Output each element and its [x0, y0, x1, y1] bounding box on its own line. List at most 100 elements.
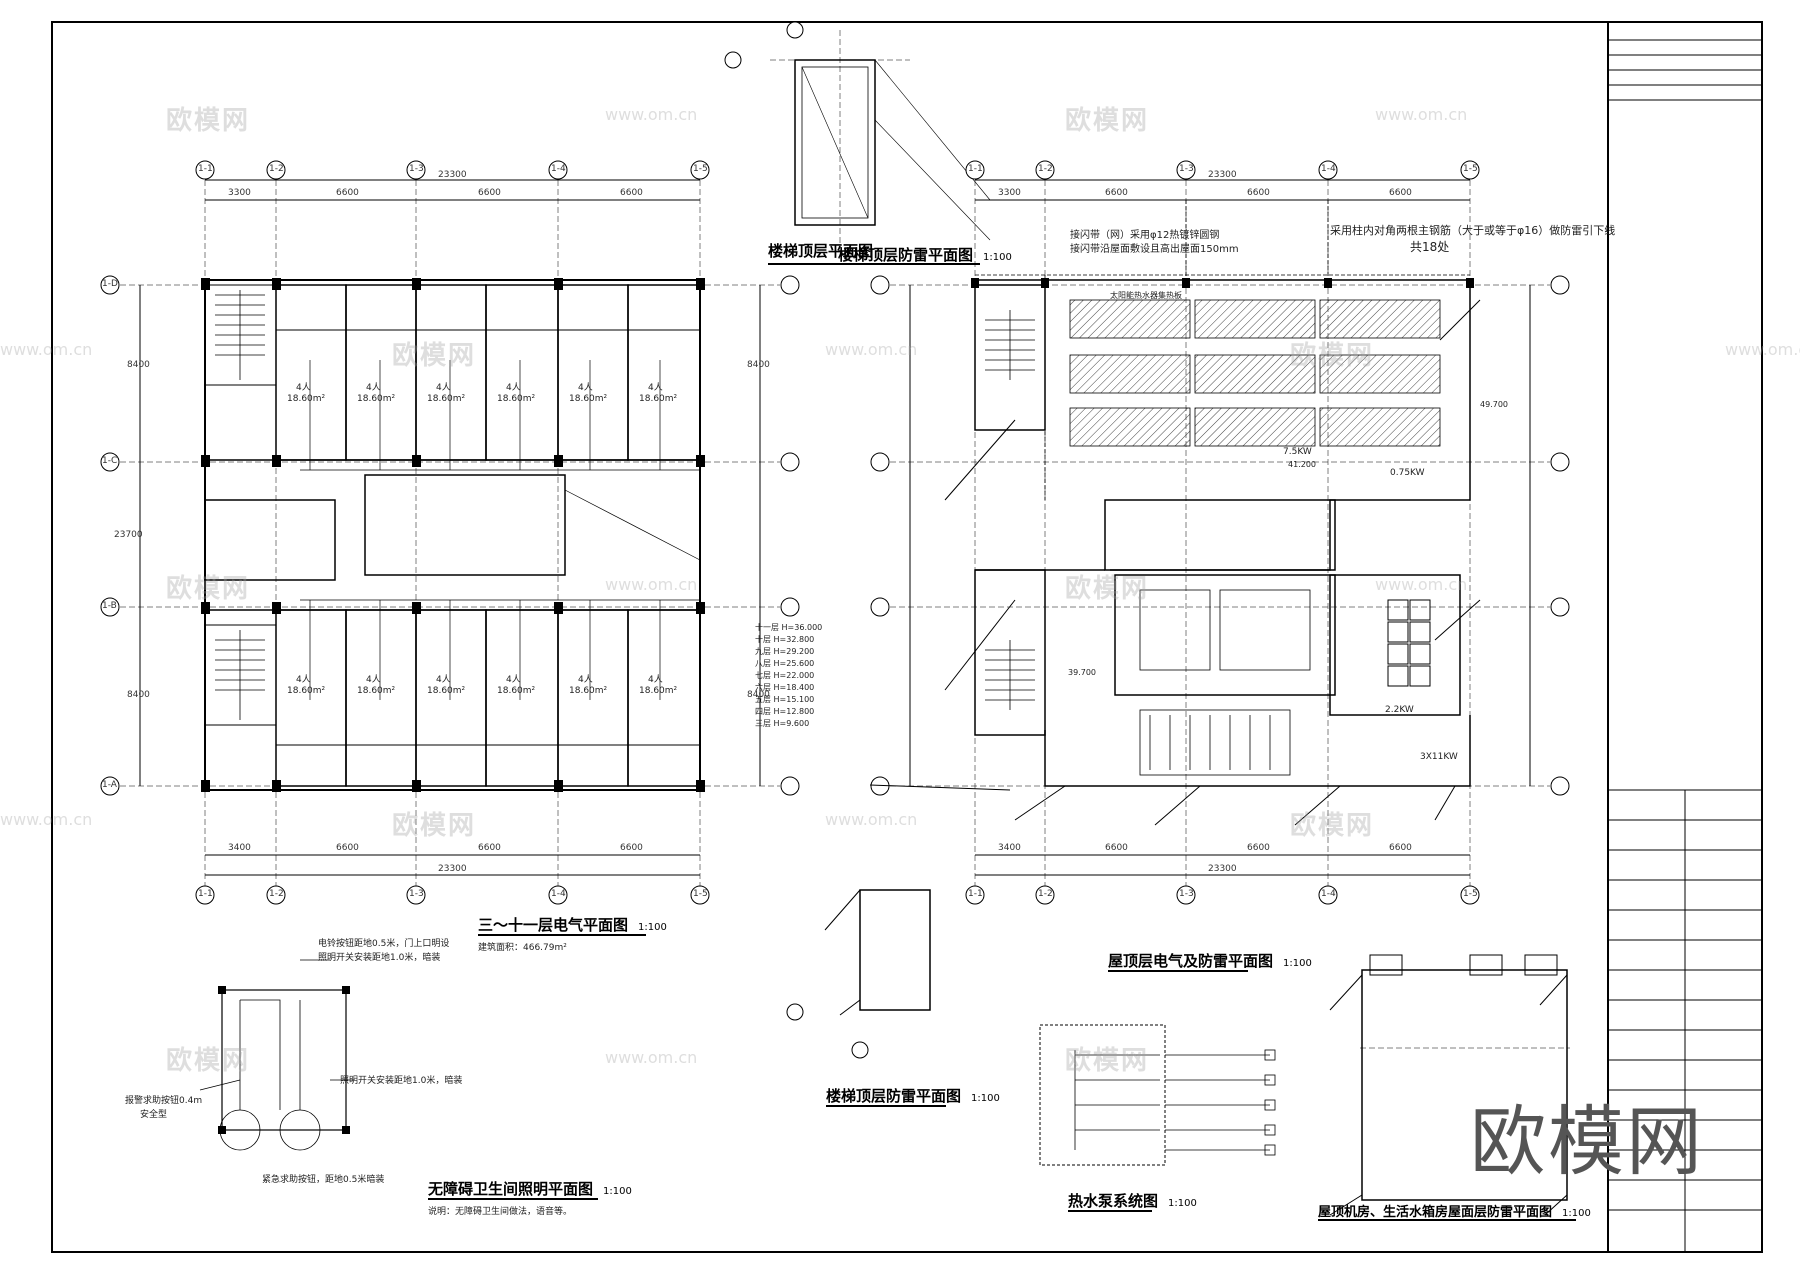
axis-label: 1-B [102, 601, 117, 611]
watermark-url: www.om.cn [0, 340, 93, 359]
watermark: 欧模网 [1290, 341, 1375, 371]
watermark-url: www.om.cn [1375, 105, 1468, 124]
dimension: 6600 [1247, 188, 1270, 198]
title-stair-top-plan: 楼梯顶层平面图 [768, 242, 874, 260]
roof-plan [869, 160, 1570, 905]
floor-area-note: 建筑面积：466.79m² [478, 943, 567, 953]
axis-label: 1-4 [1321, 889, 1336, 899]
watermark: 欧模网 [392, 811, 477, 841]
room-label: 4人 [578, 675, 593, 685]
watermark-url: www.om.cn [605, 575, 698, 594]
elevation: 39.700 [1068, 668, 1096, 677]
axis-label: 1-5 [693, 889, 708, 899]
floor-level: 九层 H=29.200 [755, 647, 815, 656]
axis-label: 1-D [102, 279, 118, 289]
elevation: 49.700 [1480, 400, 1508, 409]
watermark-url: www.om.cn [825, 810, 918, 829]
watermark-url: www.om.cn [605, 1048, 698, 1067]
title-underline [1068, 1210, 1152, 1212]
axis-label: 1-1 [198, 889, 213, 899]
room-area: 18.60m² [497, 686, 536, 696]
wc-note: 安全型 [140, 1110, 168, 1120]
floor-level: 八层 H=25.600 [755, 659, 815, 668]
axis-label: 1-5 [1463, 889, 1478, 899]
room-area: 18.60m² [287, 394, 326, 404]
axis-label: 1-2 [1038, 889, 1053, 899]
dimension: 3300 [998, 188, 1021, 198]
room-area: 18.60m² [569, 686, 608, 696]
solar-panel-label: 太阳能热水器集热板 [1110, 291, 1182, 300]
axis-label: 1-3 [409, 889, 424, 899]
solar-panel-array [1069, 299, 1441, 447]
axis-label: 1-2 [269, 164, 284, 174]
axis-label: 1-5 [1463, 164, 1478, 174]
stair-top-plan [724, 21, 991, 245]
axis-label: 1-C [102, 456, 118, 466]
room-label: 4人 [648, 383, 663, 393]
watermark: 欧模网 [1065, 574, 1150, 604]
dimension: 8400 [127, 690, 150, 700]
room-area: 18.60m² [497, 394, 536, 404]
power-rating: 2.2KW [1385, 705, 1414, 715]
room-area: 18.60m² [357, 686, 396, 696]
dimension-total: 23300 [1208, 864, 1237, 874]
watermark: 欧模网 [166, 106, 251, 136]
dimension-total: 23300 [1208, 170, 1237, 180]
brand-watermark: 欧模网 [1470, 1097, 1704, 1186]
axis-label: 1-4 [1321, 164, 1336, 174]
dimension: 8400 [747, 360, 770, 370]
dimension: 3400 [228, 843, 251, 853]
dimension: 6600 [336, 843, 359, 853]
room-label: 4人 [506, 383, 521, 393]
watermark: 欧模网 [392, 341, 477, 371]
room-area: 18.60m² [427, 686, 466, 696]
stair-top-lightning-plan [786, 889, 931, 1059]
floor-level: 三层 H=9.600 [755, 719, 810, 728]
title-underline [826, 1105, 946, 1107]
power-rating: 0.75KW [1390, 468, 1425, 478]
floor-level: 七层 H=22.000 [755, 671, 815, 680]
dimension: 6600 [1389, 188, 1412, 198]
watermark-url: www.om.cn [825, 340, 918, 359]
room-area: 18.60m² [639, 394, 678, 404]
axis-label: 1-1 [968, 164, 983, 174]
axis-label: 1-3 [1179, 164, 1194, 174]
power-rating: 3X11KW [1420, 752, 1458, 762]
floor-level: 四层 H=12.800 [755, 707, 815, 716]
watermark-url: www.om.cn [0, 810, 93, 829]
axis-label: 1-3 [1179, 889, 1194, 899]
room-label: 4人 [296, 383, 311, 393]
room-label: 4人 [366, 383, 381, 393]
dimension: 8400 [747, 690, 770, 700]
room-area: 18.60m² [569, 394, 608, 404]
hot-water-system-diagram [1039, 1024, 1276, 1166]
title-underline [1108, 970, 1248, 972]
dimension: 3300 [228, 188, 251, 198]
dimension: 6600 [478, 188, 501, 198]
sheet-border [51, 21, 1763, 1253]
watermark-url: www.om.cn [1375, 575, 1468, 594]
axis-label: 1-2 [269, 889, 284, 899]
accessible-wc-plan [199, 959, 355, 1151]
axis-label: 1-A [102, 780, 117, 790]
room-area: 18.60m² [357, 394, 396, 404]
room-label: 4人 [436, 675, 451, 685]
floor-level: 十层 H=32.800 [755, 635, 815, 644]
roof-note: 接闪带沿屋面敷设且高出屋面150mm [1070, 244, 1239, 255]
dimension-total: 23300 [438, 170, 467, 180]
dimension: 6600 [478, 843, 501, 853]
dimension: 6600 [336, 188, 359, 198]
dimension-total: 23300 [438, 864, 467, 874]
dimension: 6600 [620, 188, 643, 198]
room-label: 4人 [436, 383, 451, 393]
dimension: 6600 [620, 843, 643, 853]
elevation: 41.200 [1288, 460, 1316, 469]
axis-label: 1-3 [409, 164, 424, 174]
room-label: 4人 [578, 383, 593, 393]
